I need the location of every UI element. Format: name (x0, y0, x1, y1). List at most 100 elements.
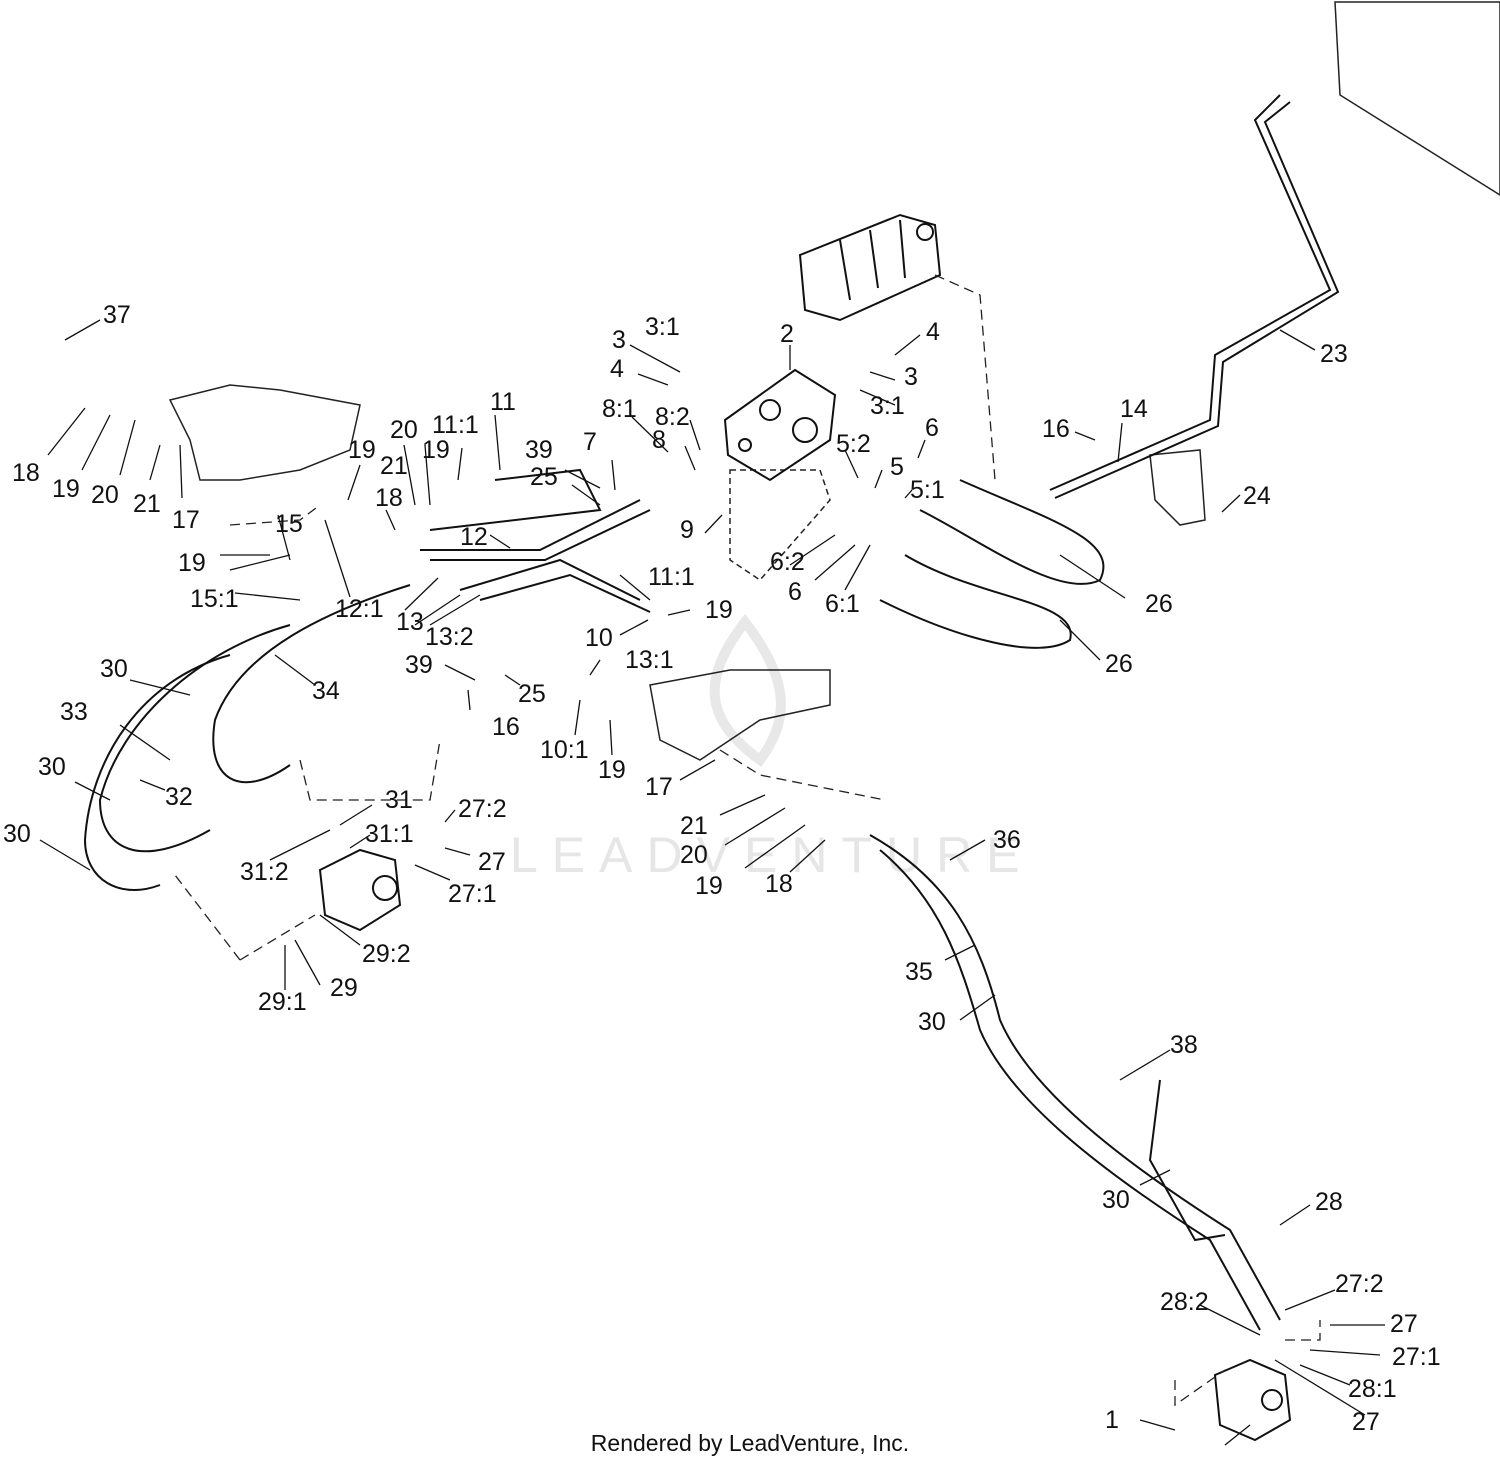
label-3-1: 3:1 (870, 392, 905, 420)
label-20: 20 (91, 481, 119, 509)
label-20: 20 (390, 416, 418, 444)
label-27-1: 28:1 (1348, 1375, 1397, 1403)
label-32: 32 (165, 783, 193, 811)
label-27: 27 (478, 848, 506, 876)
label-27-2: 27:2 (458, 795, 507, 823)
label-17: 17 (172, 506, 200, 534)
tube-11 (429, 468, 602, 531)
label-21: 21 (680, 812, 708, 840)
label-23: 23 (1320, 340, 1348, 368)
label-4: 4 (926, 318, 940, 346)
label-31-1: 31:1 (365, 820, 414, 848)
tube-10 (459, 558, 651, 613)
label-25: 25 (530, 463, 558, 491)
label-6-1: 6:1 (825, 590, 860, 618)
label-19: 19 (348, 436, 376, 464)
center-bracket (649, 669, 831, 761)
label-7: 7 (583, 428, 597, 456)
label-28: 28:2 (1160, 1288, 1209, 1316)
right-bracket (1149, 449, 1206, 526)
label-19: 19 (598, 756, 626, 784)
label-36: 35 (905, 958, 933, 986)
label-30: 30 (3, 820, 31, 848)
label-8-1: 8:1 (602, 395, 637, 423)
label-26: 26 (1105, 650, 1133, 678)
label-27-2: 27 (1390, 1310, 1418, 1338)
label-27-1: 27:1 (448, 880, 497, 908)
label-11-1: 11:1 (648, 563, 695, 591)
label-21: 21 (380, 452, 408, 480)
label-13-1: 13:1 (625, 646, 674, 674)
label-10: 10 (585, 624, 613, 652)
label-30: 30 (100, 655, 128, 683)
hose-36 (869, 834, 1281, 1321)
label-39: 39 (525, 436, 553, 464)
callout-labels: 37 18 19 20 21 17 19 21 18 20 19 11:1 11… (3, 301, 1441, 1436)
label-2: 2 (780, 320, 794, 348)
label-15: 15 (275, 510, 303, 538)
label-5-2: 5:2 (836, 430, 871, 458)
label-27: 1 (1105, 1406, 1119, 1434)
label-3-1: 3:1 (645, 313, 680, 341)
watermark-text: LEADVENTURE (510, 827, 1034, 883)
fender-panel (1334, 1, 1500, 196)
label-12: 12 (460, 523, 488, 551)
hose-34 (212, 584, 411, 784)
hoses-and-tubes (83, 94, 1340, 1331)
label-29-1: 29:1 (258, 988, 307, 1016)
hose-26-lower (879, 554, 1072, 649)
label-19: 19 (52, 475, 80, 503)
label-3: 3 (612, 326, 626, 354)
label-15-1: 15:1 (190, 585, 239, 613)
left-bracket (168, 384, 361, 481)
right-wheel-motor (1213, 1358, 1292, 1442)
label-19: 19 (705, 596, 733, 624)
reference-lines (174, 274, 1321, 1407)
tube-38 (1148, 1079, 1226, 1242)
label-29: 29 (330, 974, 358, 1002)
label-13-2: 13:2 (425, 623, 474, 651)
label-30: 28 (1315, 1188, 1343, 1216)
label-17: 17 (645, 773, 673, 801)
label-5: 5 (890, 453, 904, 481)
label-24: 24 (1243, 482, 1271, 510)
label-20: 20 (680, 841, 708, 869)
render-credit: Rendered by LeadVenture, Inc. (590, 1430, 910, 1456)
label-39: 39 (405, 651, 433, 679)
label-25: 25 (518, 680, 546, 708)
label-6-2: 6:2 (770, 548, 805, 576)
label-16: 16 (1042, 415, 1070, 443)
frame-panels (168, 1, 1500, 761)
label-16: 16 (492, 713, 520, 741)
label-19: 19 (422, 436, 450, 464)
label-30: 30 (38, 753, 66, 781)
label-5-1: 5:1 (910, 476, 945, 504)
label-18: 18 (765, 870, 793, 898)
label-12-1: 12:1 (335, 595, 384, 623)
label-19: 19 (695, 872, 723, 900)
label-34: 34 (312, 677, 340, 705)
label-18: 18 (375, 484, 403, 512)
label-30: 36 (993, 826, 1021, 854)
label-11-1: 11:1 (432, 411, 479, 439)
label-35: 30 (918, 1008, 946, 1036)
label-18: 18 (12, 459, 40, 487)
left-wheel-motor (318, 848, 402, 932)
label-13: 13 (396, 608, 424, 636)
label-10-1: 10:1 (540, 736, 589, 764)
hose-32 (98, 624, 291, 853)
valve-mount-plate (729, 469, 831, 581)
label-38: 30 (1102, 1186, 1130, 1214)
leader-lines (39, 319, 1385, 1446)
label-3: 3 (904, 363, 918, 391)
label-19: 19 (178, 549, 206, 577)
label-14: 14 (1120, 395, 1148, 423)
tube-23-inner (1054, 101, 1340, 499)
label-29-2: 29:2 (362, 940, 411, 968)
tube-12 (420, 499, 651, 561)
label-31: 31 (385, 786, 413, 814)
hose-26-upper (919, 479, 1105, 585)
hose-35 (879, 849, 1261, 1331)
label-27: 27:1 (1392, 1343, 1441, 1371)
watermark-logo (709, 613, 786, 767)
